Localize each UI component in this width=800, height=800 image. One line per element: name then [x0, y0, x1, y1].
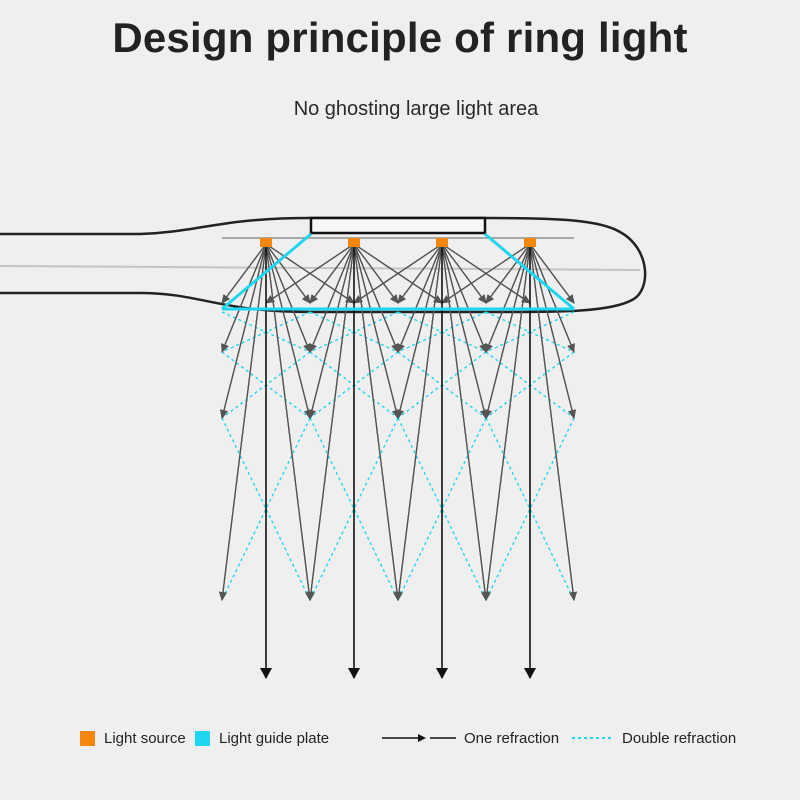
- light-guide-plate-right-edge: [484, 232, 575, 311]
- light-guide-plate-left-edge: [221, 232, 312, 311]
- one-refraction-ray: [485, 243, 531, 353]
- one-refraction-ray: [265, 243, 311, 353]
- one-refraction-ray: [220, 243, 267, 419]
- one-refraction-ray: [397, 243, 443, 353]
- one-refraction-ray: [396, 243, 443, 419]
- double-refraction-ray: [221, 417, 311, 601]
- one-refraction-ray: [485, 243, 531, 304]
- double-refraction-line-icon: [572, 737, 614, 739]
- double-refraction-ray: [309, 417, 399, 601]
- light-source-swatch: [80, 730, 95, 746]
- one-refraction-ray: [265, 243, 355, 304]
- one-refraction-ray: [308, 243, 355, 419]
- double-refraction-ray: [221, 417, 311, 601]
- legend-item-one-refraction: One refraction: [382, 726, 559, 750]
- one-refraction-ray: [441, 243, 488, 419]
- one-refraction-ray: [353, 243, 399, 304]
- double-refraction-ray: [397, 417, 487, 601]
- one-refraction-ray: [529, 243, 575, 304]
- one-refraction-ray: [395, 243, 443, 601]
- one-refraction-ray: [309, 243, 355, 304]
- light-sources: [260, 238, 536, 247]
- light-source: [524, 238, 536, 247]
- one-refraction-ray: [221, 243, 267, 304]
- one-refraction-ray: [529, 243, 576, 419]
- light-source: [348, 238, 360, 247]
- one-refraction-ray: [441, 243, 531, 304]
- one-refraction-ray: [529, 243, 575, 353]
- page-subtitle: No ghosting large light area: [293, 98, 539, 120]
- one-refraction-ray: [441, 243, 487, 304]
- one-refraction-ray: [529, 243, 577, 601]
- double-refraction-rays: [221, 311, 575, 601]
- one-refraction-ray: [397, 243, 443, 304]
- light-guide-plate-swatch: [195, 730, 210, 746]
- one-refraction-ray: [309, 243, 355, 353]
- top-plate: [309, 216, 487, 235]
- light-source: [260, 238, 272, 247]
- legend-item-light-source: Light source: [80, 726, 186, 750]
- one-refraction-ray: [353, 243, 400, 419]
- light-guide-plate: [221, 232, 575, 311]
- double-refraction-ray: [485, 417, 575, 601]
- one-refraction-rays: [219, 243, 577, 601]
- main-vertical-rays: [260, 244, 536, 679]
- double-refraction-ray: [397, 417, 487, 601]
- one-refraction-ray: [484, 243, 531, 419]
- one-refraction-ray: [221, 243, 267, 353]
- one-refraction-ray: [219, 243, 267, 601]
- legend-label-light-source: Light source: [104, 729, 186, 747]
- legend-item-light-guide-plate: Light guide plate: [195, 726, 329, 750]
- legend-label-one-refraction: One refraction: [464, 729, 560, 747]
- one-refraction-ray: [483, 243, 531, 601]
- one-refraction-arrow-icon: [382, 734, 456, 742]
- double-refraction-ray: [485, 417, 575, 601]
- double-refraction-ray: [309, 417, 399, 601]
- one-refraction-ray: [353, 243, 443, 304]
- legend: Light source Light guide plate One refra…: [0, 726, 800, 750]
- page-title: Design principle of ring light: [112, 14, 688, 61]
- one-refraction-ray: [265, 243, 311, 304]
- legend-item-double-refraction: Double refraction: [572, 726, 736, 750]
- one-refraction-ray: [307, 243, 355, 601]
- legend-label-light-guide-plate: Light guide plate: [219, 729, 330, 747]
- legend-label-double-refraction: Double refraction: [622, 729, 737, 747]
- one-refraction-ray: [441, 243, 487, 353]
- one-refraction-ray: [265, 243, 312, 419]
- light-source: [436, 238, 448, 247]
- one-refraction-ray: [353, 243, 399, 353]
